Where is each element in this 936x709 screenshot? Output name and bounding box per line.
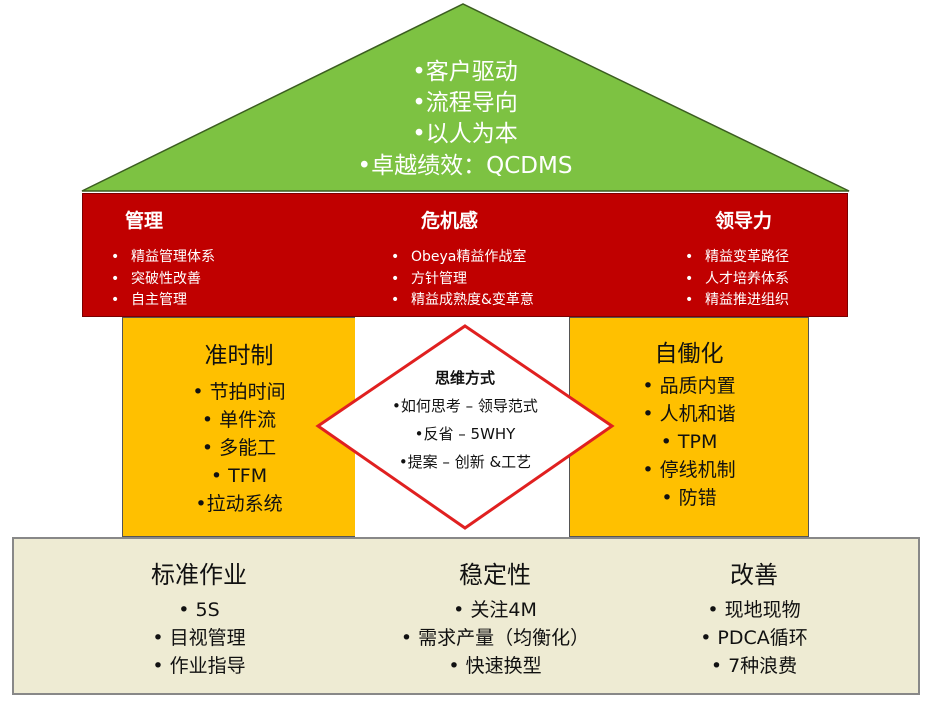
pillar-item: •拉动系统 — [195, 493, 283, 515]
band-item: Obeya精益作战室 — [391, 247, 534, 269]
pillar-item: • 多能工 — [201, 437, 277, 459]
band-item: 精益变革路径 — [685, 247, 789, 269]
band-item: 方针管理 — [391, 269, 534, 291]
base-item: • 关注4M — [453, 599, 537, 621]
band-column-crisis: 危机感 Obeya精益作战室 方针管理 精益成熟度&变革意 — [391, 206, 534, 312]
diamond-item: •反省 – 5WHY — [414, 425, 516, 443]
band-title: 管理 — [125, 210, 164, 232]
thinking-diamond: 思维方式 •如何思考 – 领导范式 •反省 – 5WHY •提案 – 创新 &工… — [340, 364, 590, 476]
roof-line: •以人为本 — [412, 121, 518, 147]
pillar-item: • 人机和谐 — [642, 403, 736, 425]
base-item: • 作业指导 — [152, 655, 246, 677]
pillar-title: 准时制 — [204, 343, 274, 369]
culture-band: 管理 精益管理体系 突破性改善 自主管理 危机感 Obeya精益作战室 方针管理… — [82, 193, 848, 317]
roof-line: •客户驱动 — [412, 59, 518, 85]
diamond-title: 思维方式 — [434, 369, 495, 387]
roof-line: •卓越绩效：QCDMS — [357, 153, 573, 179]
diamond-item: •如何思考 – 领导范式 — [392, 397, 538, 415]
base-column-stability: 稳定性 • 关注4M • 需求产量（均衡化） • 快速换型 — [365, 555, 625, 680]
pillar-title: 自働化 — [654, 341, 724, 367]
band-column-management: 管理 精益管理体系 突破性改善 自主管理 — [111, 206, 215, 312]
band-title: 领导力 — [715, 210, 773, 232]
base-item: • 5S — [178, 599, 220, 621]
band-item: 人才培养体系 — [685, 269, 789, 291]
base-item: • 快速换型 — [448, 655, 542, 677]
base-item: • 目视管理 — [152, 627, 246, 649]
band-item: 自主管理 — [111, 290, 215, 312]
pillar-item: • 停线机制 — [642, 459, 736, 481]
base-column-standard-work: 标准作业 • 5S • 目视管理 • 作业指导 — [69, 555, 329, 680]
base-item: • 7种浪费 — [710, 655, 798, 677]
pillar-item: • 单件流 — [201, 409, 277, 431]
foundation: 标准作业 • 5S • 目视管理 • 作业指导 稳定性 • 关注4M • 需求产… — [12, 537, 920, 695]
base-title: 改善 — [730, 561, 778, 589]
pillar-item: • TFM — [210, 465, 268, 487]
band-item: 精益成熟度&变革意 — [391, 290, 534, 312]
base-title: 稳定性 — [459, 561, 531, 589]
pillar-item: • TPM — [660, 431, 718, 453]
pillar-item: • 防错 — [661, 487, 717, 509]
base-item: • PDCA循环 — [700, 627, 808, 649]
pillar-item: • 品质内置 — [642, 375, 736, 397]
base-title: 标准作业 — [151, 561, 247, 589]
band-item: 精益推进组织 — [685, 290, 789, 312]
band-item: 突破性改善 — [111, 269, 215, 291]
diamond-item: •提案 – 创新 &工艺 — [398, 453, 532, 471]
band-column-leadership: 领导力 精益变革路径 人才培养体系 精益推进组织 — [685, 206, 789, 312]
band-title: 危机感 — [421, 210, 479, 232]
base-item: • 需求产量（均衡化） — [400, 627, 590, 649]
pillar-item: • 节拍时间 — [192, 381, 286, 403]
base-column-kaizen: 改善 • 现地现物 • PDCA循环 • 7种浪费 — [624, 555, 884, 680]
roof-line: •流程导向 — [412, 90, 518, 116]
base-item: • 现地现物 — [707, 599, 801, 621]
band-item: 精益管理体系 — [111, 247, 215, 269]
